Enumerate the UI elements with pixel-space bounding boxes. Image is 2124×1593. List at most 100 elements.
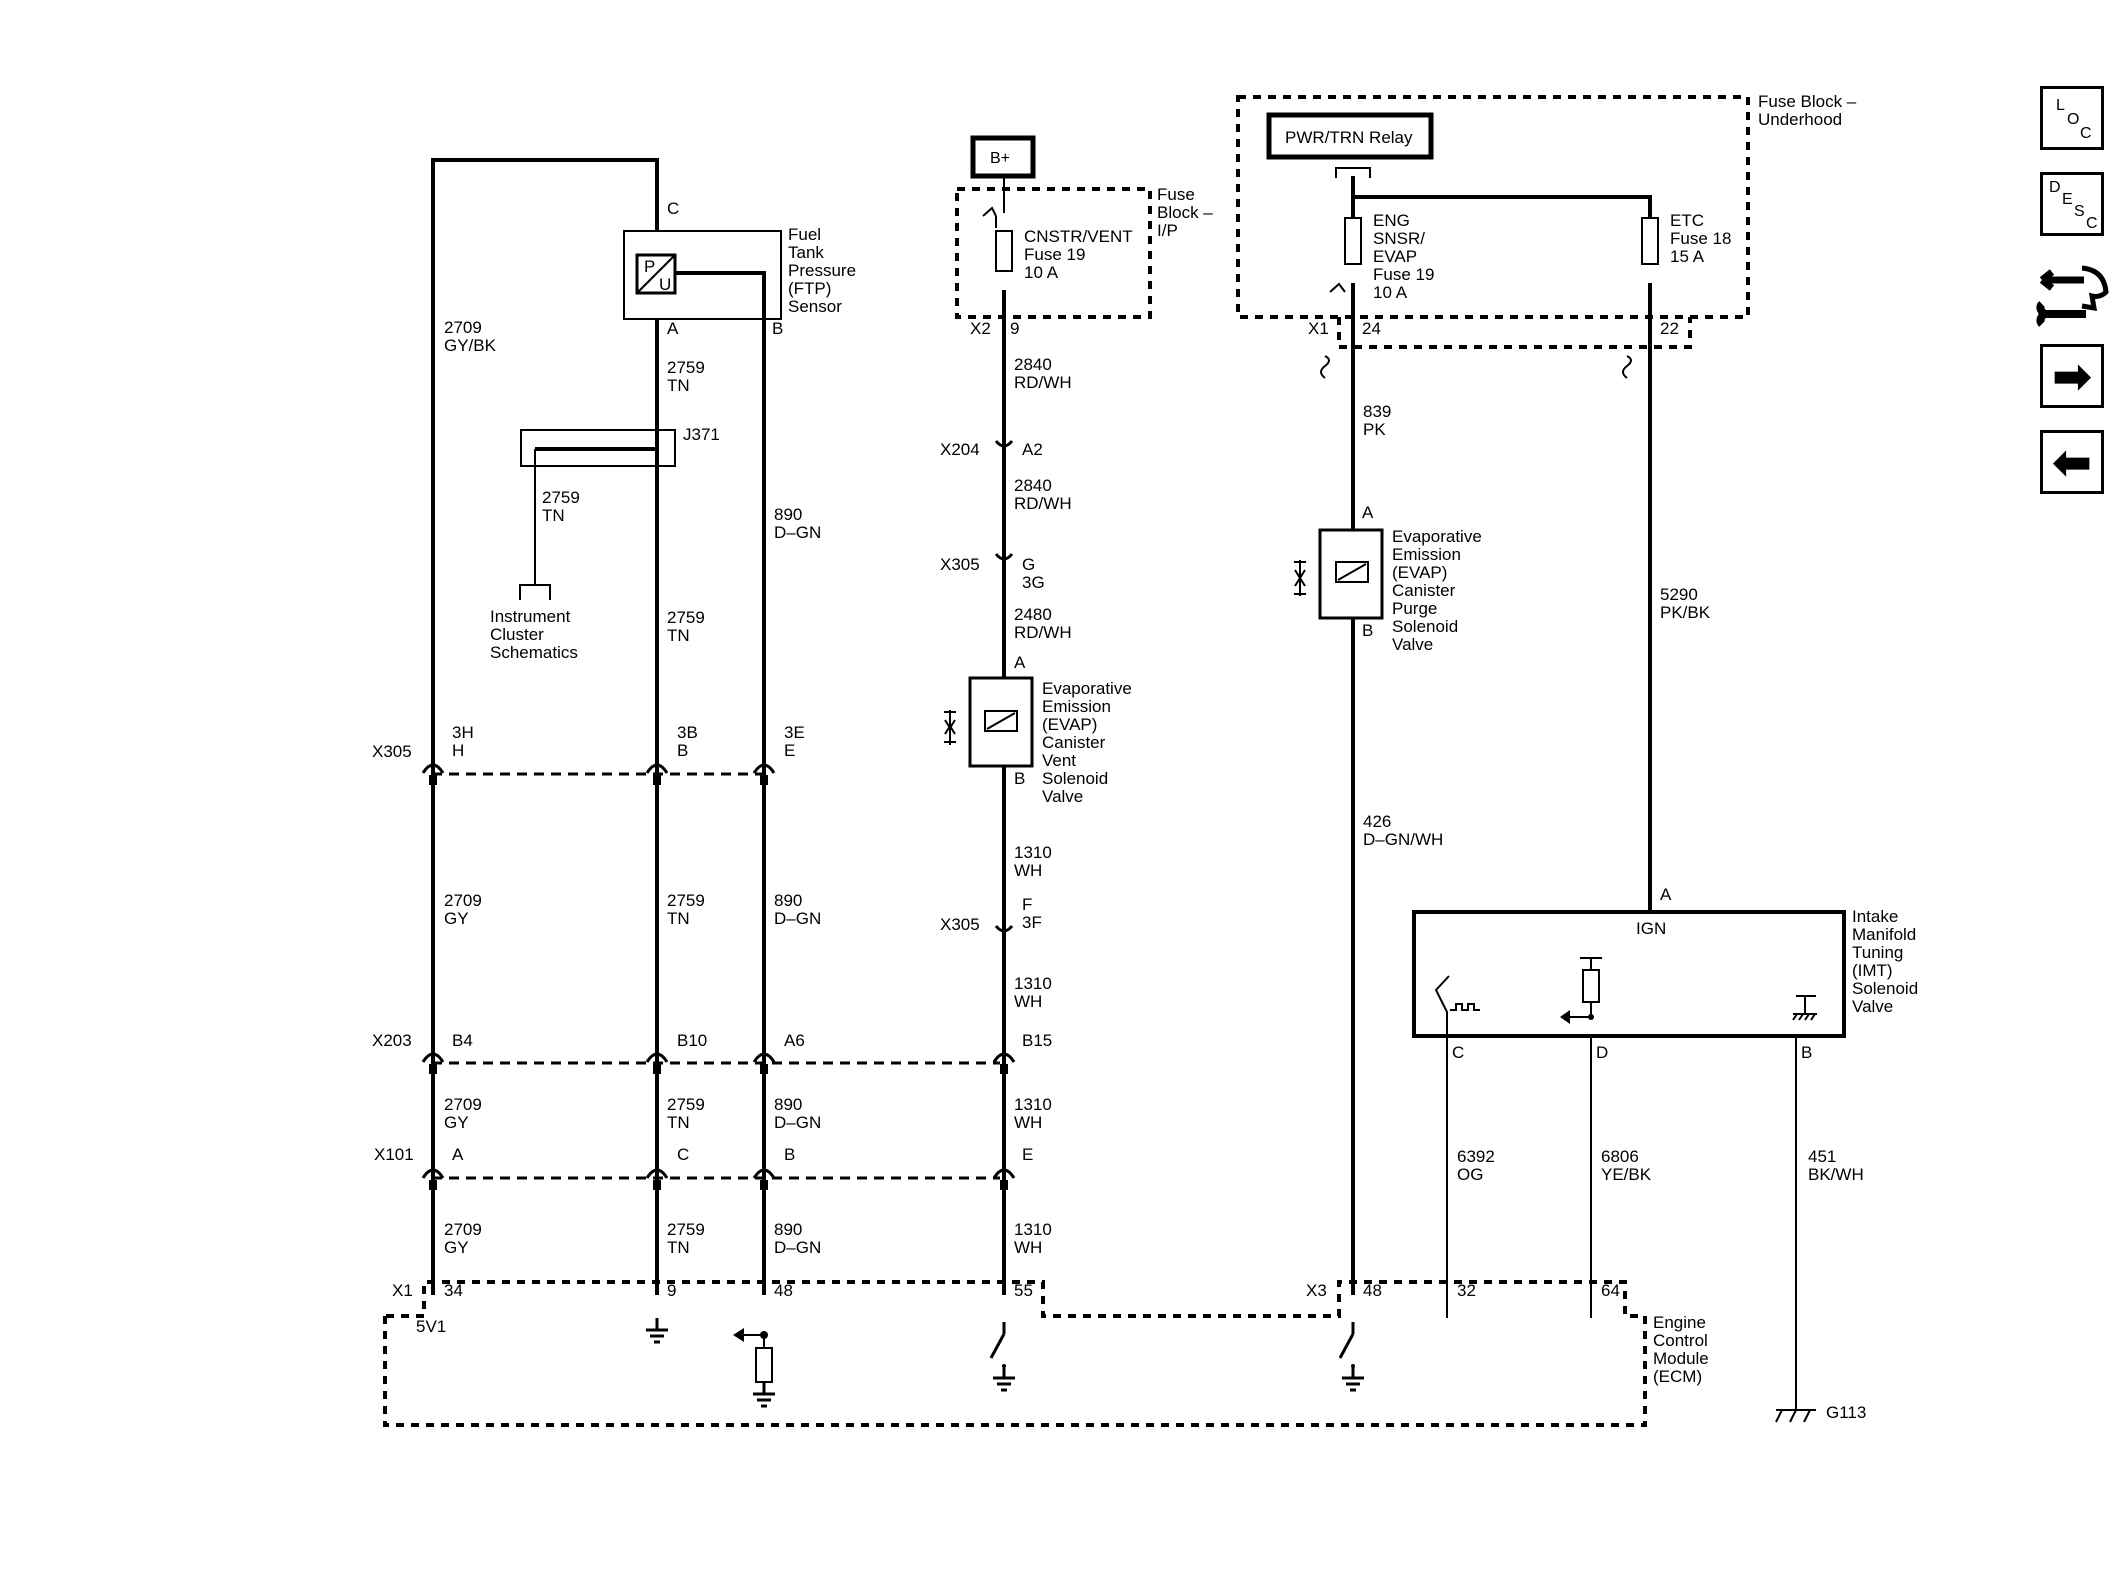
description-button[interactable]: D E S C xyxy=(2040,172,2104,236)
loc-letter: L xyxy=(2056,97,2065,114)
bplus-box xyxy=(970,135,1036,179)
pin-label-x305a: X305 xyxy=(940,555,980,574)
pin-label-a6: A6 xyxy=(784,1031,805,1050)
fuse-block-underhood-label: Fuse Block –Underhood xyxy=(1758,92,1857,129)
cluster-connector xyxy=(519,584,551,600)
pin-label-g113: G113 xyxy=(1826,1403,1866,1422)
pin-label-ca: A xyxy=(452,1145,464,1164)
etc-fuse xyxy=(1641,217,1659,265)
pin-label-x1b: X1 xyxy=(392,1281,413,1300)
bplus-label: B+ xyxy=(990,150,1010,167)
loc-letter: C xyxy=(2080,125,2092,142)
pin-label-imt_a: A xyxy=(1660,885,1672,904)
arrow-left-icon: ⬅ xyxy=(2052,436,2092,488)
splice-j371 xyxy=(520,429,676,467)
pin-label-q64: 64 xyxy=(1601,1281,1620,1300)
pin-label-imt_b: B xyxy=(1801,1043,1812,1062)
pin-label-p34: 34 xyxy=(444,1281,463,1300)
wire-2709 xyxy=(431,158,659,1295)
desc-letter: S xyxy=(2074,203,2085,220)
pin-label-x204: X204 xyxy=(940,440,980,459)
imt-solenoid xyxy=(1412,910,1846,1038)
desc-letter: E xyxy=(2062,191,2073,208)
wire-890 xyxy=(675,271,766,1295)
pin-label-j371: J371 xyxy=(683,425,720,444)
ftp-p-label: P xyxy=(644,257,655,276)
pin-label-p24: 24 xyxy=(1362,319,1381,338)
connector-wrench-icon xyxy=(2036,265,2109,327)
pin-label-pa: A xyxy=(1362,503,1374,522)
pin-label-p22: 22 xyxy=(1660,319,1679,338)
fuse-block-ip xyxy=(955,187,1152,319)
pin-label-cc: C xyxy=(677,1145,689,1164)
pin-label-x3: X3 xyxy=(1306,1281,1327,1300)
eng-snsr-fuse xyxy=(1344,217,1362,265)
next-page-button[interactable]: ➡ xyxy=(2040,344,2104,408)
pin-label-p9: 9 xyxy=(667,1281,676,1300)
cnstr-vent-fuse xyxy=(995,230,1013,272)
pin-label-cb: B xyxy=(784,1145,795,1164)
pin-label-b10: B10 xyxy=(677,1031,707,1050)
pin-label-x305b: X305 xyxy=(940,915,980,934)
loc-letter: O xyxy=(2067,111,2080,128)
previous-page-button[interactable]: ⬅ xyxy=(2040,430,2104,494)
ftp-sensor xyxy=(623,230,782,320)
connector-tool-button[interactable] xyxy=(2034,258,2110,330)
pin-label-x305c: X305 xyxy=(372,742,412,761)
ftp-u-label: U xyxy=(659,275,671,294)
pin-label-p55: 55 xyxy=(1014,1281,1033,1300)
pin-label-x2: X2 xyxy=(970,319,991,338)
arrow-right-icon: ➡ xyxy=(2052,350,2092,402)
pin-label-q32: 32 xyxy=(1457,1281,1476,1300)
relay-label: PWR/TRN Relay xyxy=(1285,128,1413,147)
fuse-block-underhood xyxy=(1236,95,1750,319)
pin-label-q48: 48 xyxy=(1363,1281,1382,1300)
pin-label-pb: B xyxy=(1362,621,1373,640)
desc-letter: C xyxy=(2086,215,2098,232)
location-button[interactable]: L O C xyxy=(2040,86,2104,150)
pin-label-imt_d: D xyxy=(1596,1043,1608,1062)
pin-label-b_top: B xyxy=(772,319,783,338)
connector-x1-top xyxy=(1337,317,1692,349)
pin-label-p48: 48 xyxy=(774,1281,793,1300)
pin-label-imt_c: C xyxy=(1452,1043,1464,1062)
pin-label-a_top: A xyxy=(667,319,679,338)
pin-label-ce: E xyxy=(1022,1145,1033,1164)
